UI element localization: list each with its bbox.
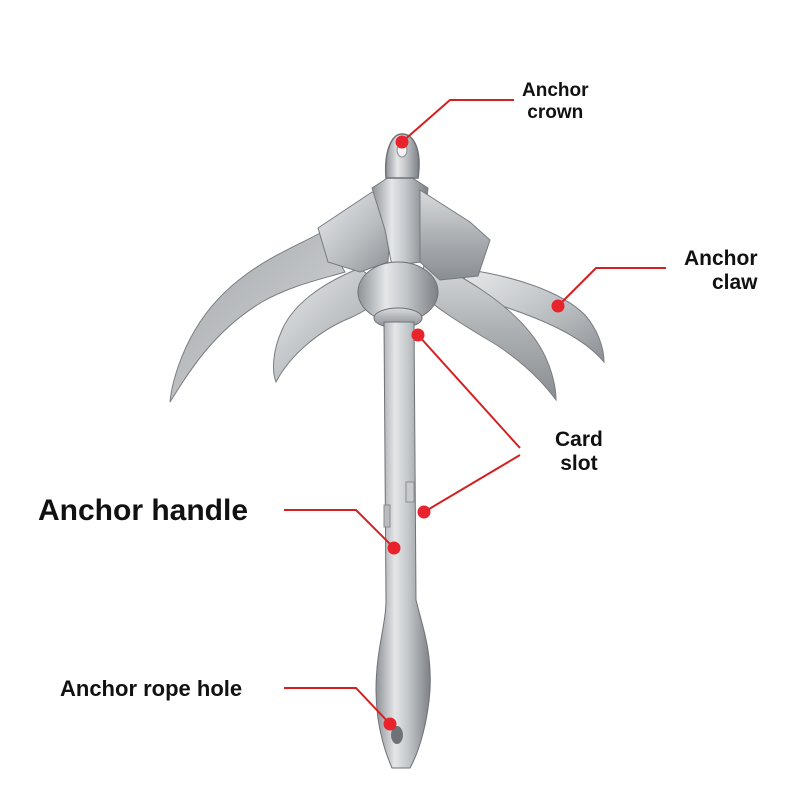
arm-plate-left <box>317 191 393 273</box>
claw-front-right <box>419 257 557 402</box>
marker-card-slot-top <box>411 328 425 342</box>
arm-plate-right <box>419 189 491 281</box>
label-anchor-crown: Anchor crown <box>522 80 589 124</box>
leader-crown <box>401 99 514 143</box>
label-card-slot: Card slot <box>555 428 603 476</box>
leader-card-slot-bottom <box>423 454 521 513</box>
claw-front-left <box>273 267 386 384</box>
claw-back-left <box>169 231 346 403</box>
label-card-slot-line1: Card <box>555 428 603 451</box>
marker-rope-hole <box>383 717 397 731</box>
label-anchor-rope-hole: Anchor rope hole <box>60 676 243 701</box>
leader-claw <box>557 267 666 307</box>
label-card-slot-line2: slot <box>560 452 598 476</box>
label-anchor-crown-line1: Anchor <box>522 80 589 101</box>
rope-hole <box>391 726 403 744</box>
leader-rope-hole <box>284 687 391 725</box>
label-anchor-claw-line2: claw <box>711 271 758 295</box>
marker-handle <box>387 541 401 555</box>
leader-handle <box>284 509 395 549</box>
marker-claw <box>551 299 565 313</box>
leader-card-slot-top <box>417 334 521 449</box>
leader-lines <box>284 99 666 725</box>
marker-dots <box>383 135 565 731</box>
label-anchor-handle: Anchor handle <box>38 494 249 527</box>
marker-crown <box>395 135 409 149</box>
label-anchor-claw: Anchor claw <box>684 247 758 295</box>
marker-card-slot-bottom <box>417 505 431 519</box>
label-anchor-claw-line1: Anchor <box>684 247 758 270</box>
label-anchor-crown-line2: crown <box>527 101 584 123</box>
shaft <box>375 321 431 769</box>
